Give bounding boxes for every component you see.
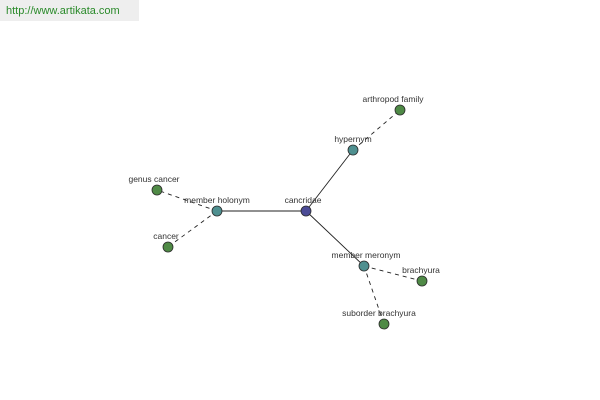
node-label-member-meronym[interactable]: member meronym <box>332 250 401 260</box>
edge-member-meronym-to-suborder-brachyura <box>363 265 385 325</box>
node-label-cancer[interactable]: cancer <box>153 231 179 241</box>
node-label-genus-cancer[interactable]: genus cancer <box>128 174 179 184</box>
node-cancridae[interactable] <box>300 205 312 217</box>
nodes-layer <box>151 104 428 330</box>
node-label-cancridae[interactable]: cancridae <box>285 195 322 205</box>
labels-layer: cancridae member holonym hypernym member me… <box>128 94 440 318</box>
edges-layer <box>156 109 423 325</box>
node-label-brachyura[interactable]: brachyura <box>402 265 440 275</box>
node-hypernym[interactable] <box>347 144 359 156</box>
node-member-holonym[interactable] <box>211 205 223 217</box>
edge-member-meronym-to-brachyura <box>363 265 423 282</box>
edge-member-holonym-to-genus-cancer <box>156 189 218 212</box>
edge-member-holonym-to-cancer <box>167 210 218 248</box>
node-label-hypernym[interactable]: hypernym <box>334 134 371 144</box>
edge-hypernym-to-arthropod-family <box>352 109 401 151</box>
node-suborder-brachyura[interactable] <box>378 318 390 330</box>
node-cancer[interactable] <box>162 241 174 253</box>
source-url-text[interactable]: http://www.artikata.com <box>6 5 120 17</box>
node-brachyura[interactable] <box>416 275 428 287</box>
node-label-member-holonym[interactable]: member holonym <box>184 195 250 205</box>
node-member-meronym[interactable] <box>358 260 370 272</box>
node-label-arthropod-family[interactable]: arthropod family <box>363 94 425 104</box>
node-arthropod-family[interactable] <box>394 104 406 116</box>
source-url-banner[interactable]: http://www.artikata.com <box>0 0 139 21</box>
node-label-suborder-brachyura[interactable]: suborder brachyura <box>342 308 416 318</box>
node-genus-cancer[interactable] <box>151 184 163 196</box>
edge-cancridae-to-hypernym <box>305 149 354 212</box>
edge-cancridae-to-member-meronym <box>305 210 365 267</box>
